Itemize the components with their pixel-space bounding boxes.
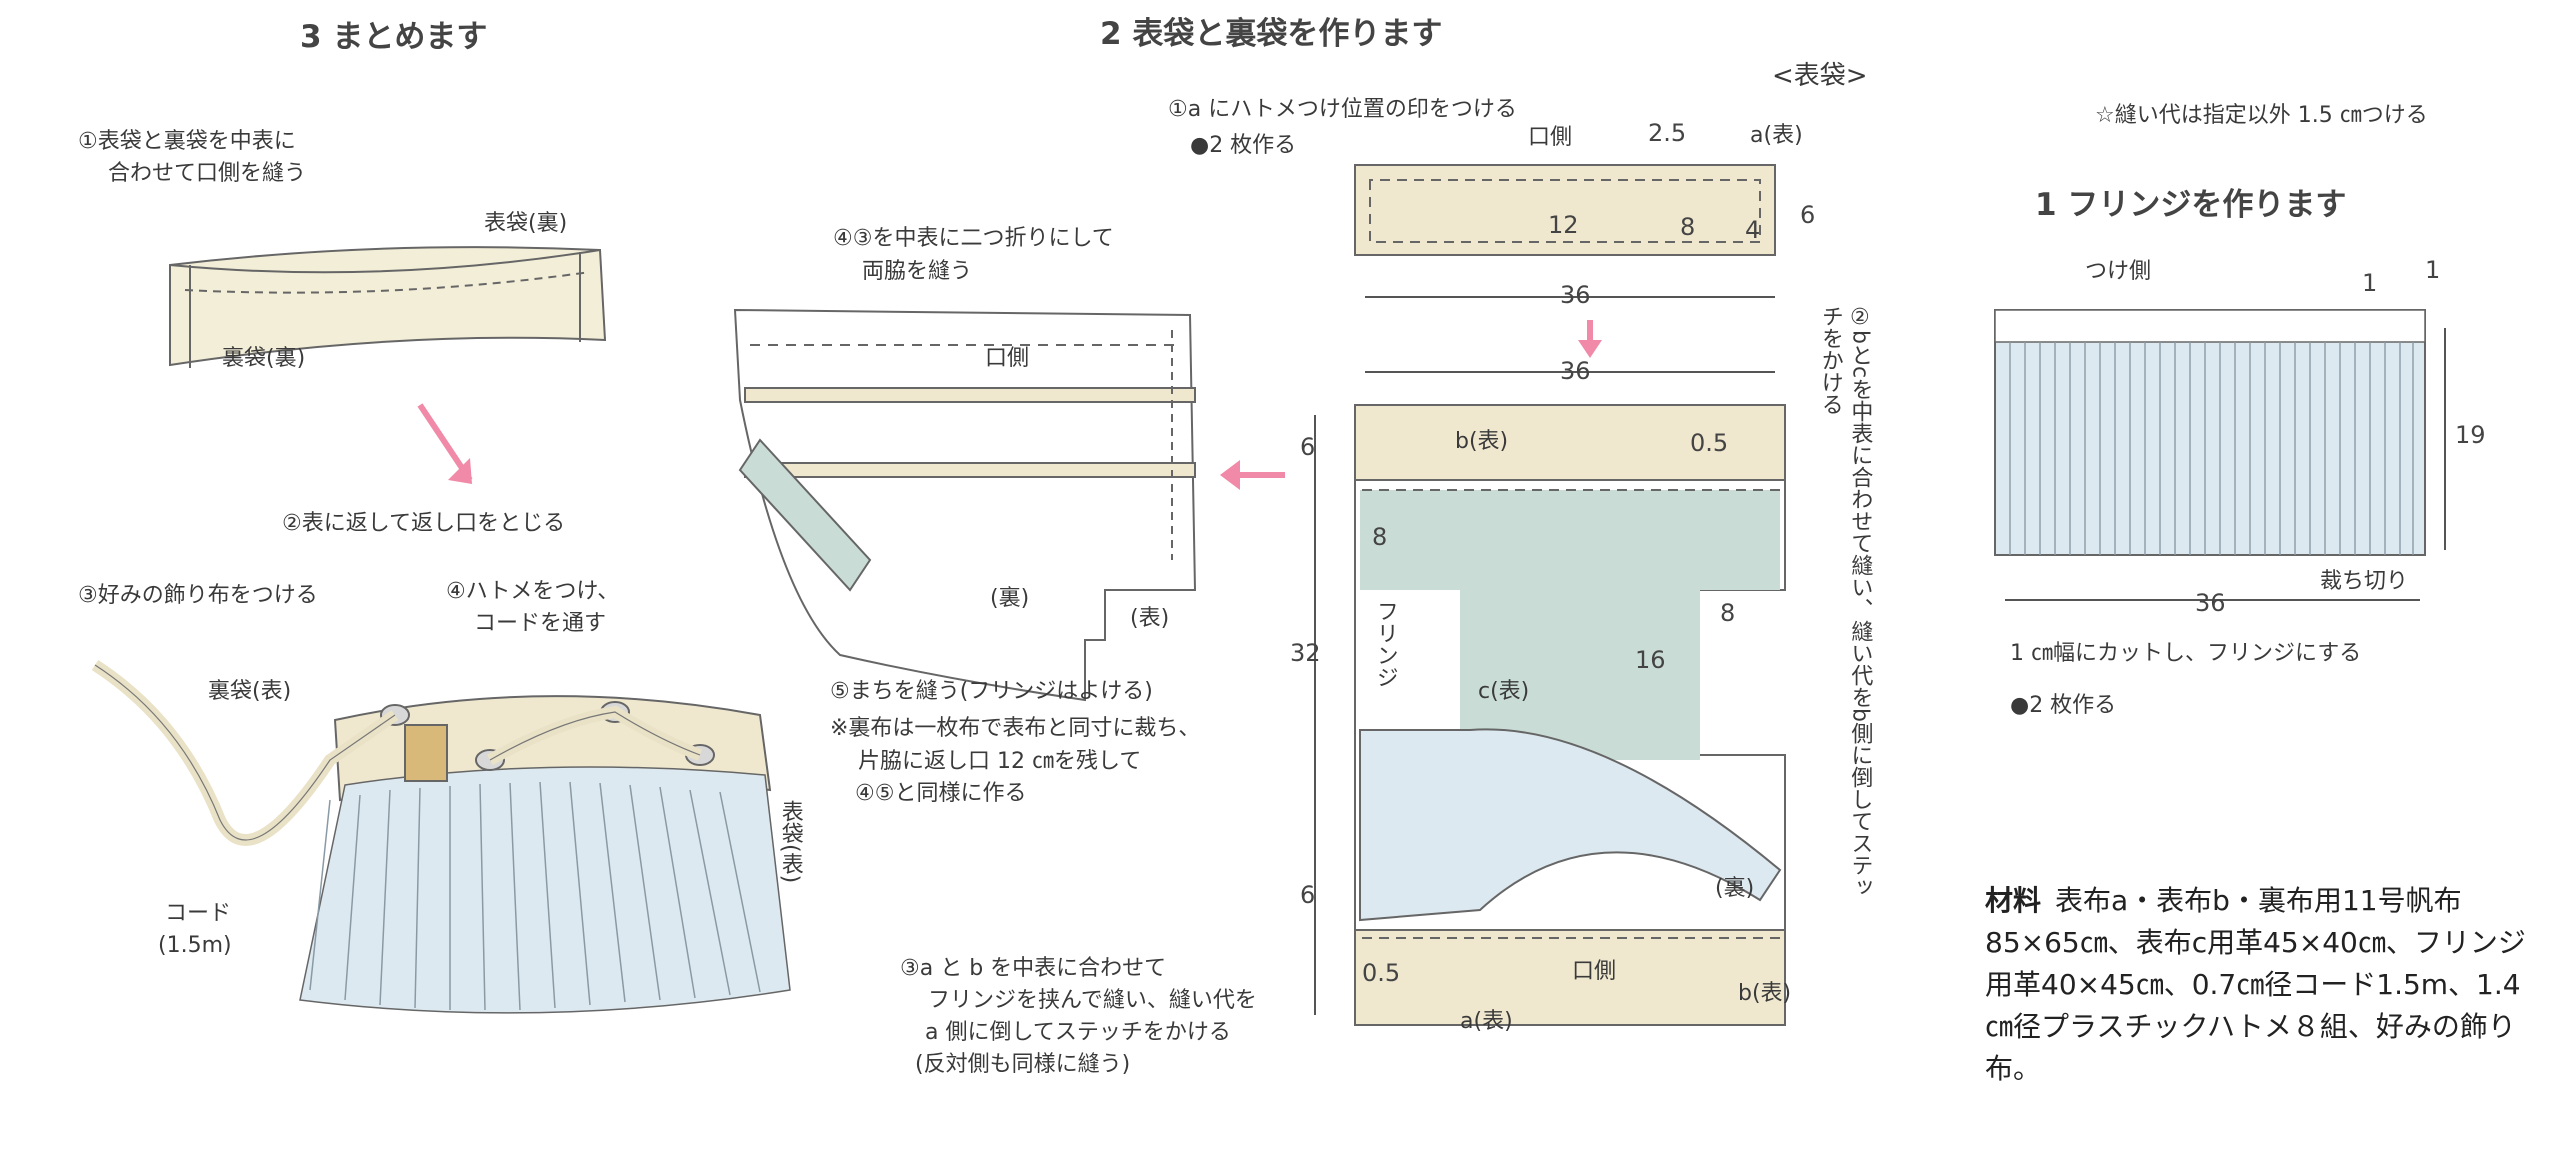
dim-6-b: 6 (1300, 433, 1316, 461)
dim-36-top: 36 (1560, 281, 1591, 309)
step2-note-2: 片脇に返し口 12 ㎝を残して (858, 749, 1142, 774)
dim-8-c: 8 (1720, 599, 1736, 627)
step3-bag-illustration (91, 659, 791, 1014)
step3-instruction-1a: ①表袋と裏袋を中表に (78, 129, 296, 154)
label-c-front: c(表) (1478, 679, 1530, 704)
dim-8-b: 8 (1372, 523, 1388, 551)
dim-16: 16 (1635, 646, 1666, 674)
step3-band-illustration (169, 246, 607, 368)
label-fringe: フリンジ (1372, 600, 1398, 688)
dim-4: 4 (1745, 216, 1761, 244)
step3-instruction-4b: コードを通す (474, 611, 607, 636)
step3-instruction-4a: ④ハトメをつけ、 (446, 579, 620, 604)
step2-instruction-3d: (反対側も同様に縫う) (915, 1052, 1131, 1077)
step1-make-two: ●2 枚作る (2010, 693, 2117, 718)
step3-instruction-3: ③好みの飾り布をつける (78, 583, 318, 608)
dim-32: 32 (1290, 639, 1321, 667)
step2-instruction-1: ①a にハトメつけ位置の印をつける (1168, 97, 1517, 122)
label-wrong-side: (裏) (1715, 876, 1755, 901)
dim-36-fringe: 36 (2195, 589, 2226, 617)
label-b-front-2: b(表) (1738, 981, 1792, 1006)
label-wrong-side-2: (裏) (990, 586, 1030, 611)
dim-19: 19 (2455, 421, 2486, 449)
label-lining-back: 裏袋(裏) (222, 346, 306, 371)
materials-block: 材料表布a・表布b・裏布用11号帆布85×65㎝、表布c用革45×40㎝、フリン… (1985, 880, 2530, 1090)
step3-instruction-1b: 合わせて口側を縫う (108, 161, 307, 186)
label-attach-side: つけ側 (2085, 259, 2152, 284)
step2-note-1: ※裏布は一枚布で表布と同寸に裁ち、 (830, 716, 1201, 741)
materials-label: 材料 (1985, 884, 2042, 917)
label-cord: コード (165, 901, 232, 926)
label-lining-front: 裏袋(表) (208, 679, 292, 704)
step1-title: 1 フリンジを作ります (2035, 187, 2347, 223)
dim-0-5-b: 0.5 (1362, 959, 1401, 987)
step2-instruction-5: ⑤まちを縫う(フリンジはよける) (830, 679, 1153, 704)
dim-36-mid: 36 (1560, 357, 1591, 385)
label-a-front-2: a(表) (1460, 1009, 1513, 1034)
dim-6-c: 6 (1300, 881, 1316, 909)
label-right-side: (表) (1130, 606, 1170, 631)
dim-1-b: 1 (2425, 256, 2441, 284)
label-cut-edge: 裁ち切り (2320, 569, 2409, 594)
step2-instruction-3a: ③a と b を中表に合わせて (900, 956, 1167, 981)
label-a-front: a(表) (1750, 123, 1803, 148)
label-outer-back: 表袋(裏) (484, 211, 568, 236)
step2-instruction-2: ②bとcを中表に合わせて縫い、縫い代をb側に倒してステッチをかける (1817, 305, 1873, 899)
step1-fringe-sheet (1994, 309, 2426, 556)
step3-instruction-2: ②表に返して返し口をとじる (282, 511, 566, 536)
dim-8: 8 (1680, 213, 1696, 241)
label-outer-front: 表袋(表) (777, 800, 803, 884)
step2-assembled-pieces (1354, 404, 1786, 1026)
dim-12: 12 (1548, 211, 1579, 239)
step2-instruction-3c: a 側に倒してステッチをかける (925, 1020, 1231, 1045)
step2-piece-a (1354, 164, 1776, 256)
materials-text: 表布a・表布b・裏布用11号帆布85×65㎝、表布c用革45×40㎝、フリンジ用… (1985, 884, 2526, 1085)
seam-allowance-note: ☆縫い代は指定以外 1.5 ㎝つける (2095, 103, 2428, 128)
label-mouth-side-2: 口側 (1572, 959, 1617, 984)
step2-make-two: ●2 枚作る (1190, 133, 1297, 158)
dim-0-5: 0.5 (1690, 429, 1729, 457)
step2-note-3: ④⑤と同様に作る (855, 781, 1027, 806)
fringe-cut-note: 1 ㎝幅にカットし、フリンジにする (2010, 641, 2362, 666)
step2-section-label: <表袋> (1772, 61, 1868, 91)
label-mouth-side: 口側 (1528, 125, 1573, 150)
dim-6: 6 (1800, 201, 1816, 229)
step3-title: 3 まとめます (300, 19, 488, 55)
step2-title: 2 表袋と裏袋を作ります (1100, 16, 1443, 52)
label-mouth-side-3: 口側 (985, 346, 1030, 371)
step2-instruction-3b: フリンジを挟んで縫い、縫い代を (928, 988, 1257, 1013)
dim-2-5: 2.5 (1648, 119, 1687, 147)
step2-instruction-4a: ④③を中表に二つ折りにして (833, 226, 1114, 251)
dim-1: 1 (2362, 269, 2378, 297)
label-cord-length: (1.5m) (158, 933, 232, 958)
step2-instruction-4b: 両脇を縫う (862, 259, 973, 284)
label-b-front: b(表) (1455, 429, 1509, 454)
step2-folded-bag (733, 308, 1197, 702)
